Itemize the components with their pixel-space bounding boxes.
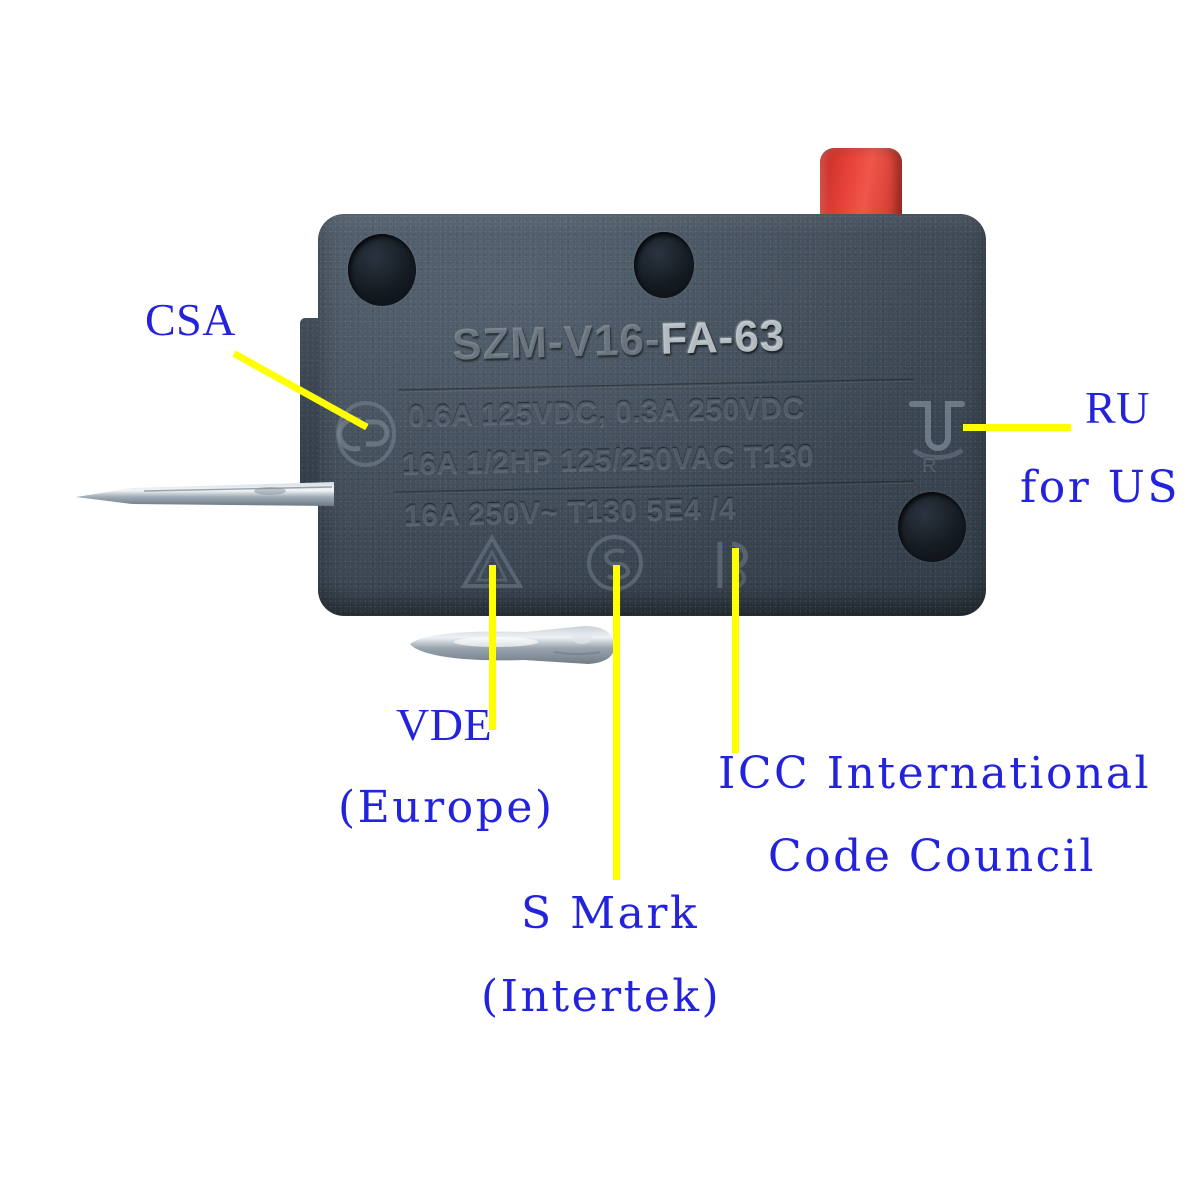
- leader-line-icc: [732, 548, 739, 753]
- annotation-vde-line2: (Europe): [338, 782, 555, 833]
- svg-text:R: R: [922, 455, 936, 477]
- annotation-icc-line2: Code Council: [768, 831, 1096, 882]
- housing-groove-lower: [394, 480, 914, 495]
- annotation-ru-line1: RU: [1085, 382, 1150, 433]
- leader-line-ru: [963, 424, 1071, 431]
- red-plunger-actuator: [820, 148, 902, 232]
- model-number-print: SZM-V16-FA-63: [451, 311, 786, 370]
- leader-line-s-mark: [613, 565, 620, 880]
- rating-line-2: 16A 1/2HP 125/250VAC T130: [401, 439, 815, 482]
- model-separator: -: [644, 314, 662, 365]
- annotation-s-mark-line1: S Mark: [521, 888, 700, 939]
- mounting-hole-top-left: [348, 234, 416, 306]
- rating-line-3: 16A 250V~ T130 5E4 /4: [403, 492, 737, 533]
- annotation-ru-line2: for US: [1020, 462, 1181, 513]
- leader-line-vde: [489, 565, 496, 730]
- rating-line-1: 0.6A 125VDC, 0.3A 250VDC: [407, 391, 805, 434]
- annotation-vde-line1: VDE: [396, 699, 493, 750]
- terminal-blade: [404, 622, 624, 674]
- ru-mark-icon: R: [898, 388, 976, 480]
- model-prefix: SZM-V16: [451, 315, 646, 370]
- mounting-hole-top-center: [634, 232, 694, 298]
- model-suffix: FA-63: [659, 311, 786, 364]
- housing-groove-upper: [398, 378, 914, 393]
- leader-line-csa: [232, 350, 369, 431]
- mounting-hole-bottom-right: [898, 492, 966, 562]
- annotation-icc-line1: ICC International: [718, 748, 1152, 799]
- annotation-s-mark-line2: (Intertek): [481, 971, 722, 1022]
- annotation-csa-line1: CSA: [145, 294, 236, 345]
- metal-lever-arm: [74, 478, 334, 512]
- switch-housing: [318, 214, 986, 616]
